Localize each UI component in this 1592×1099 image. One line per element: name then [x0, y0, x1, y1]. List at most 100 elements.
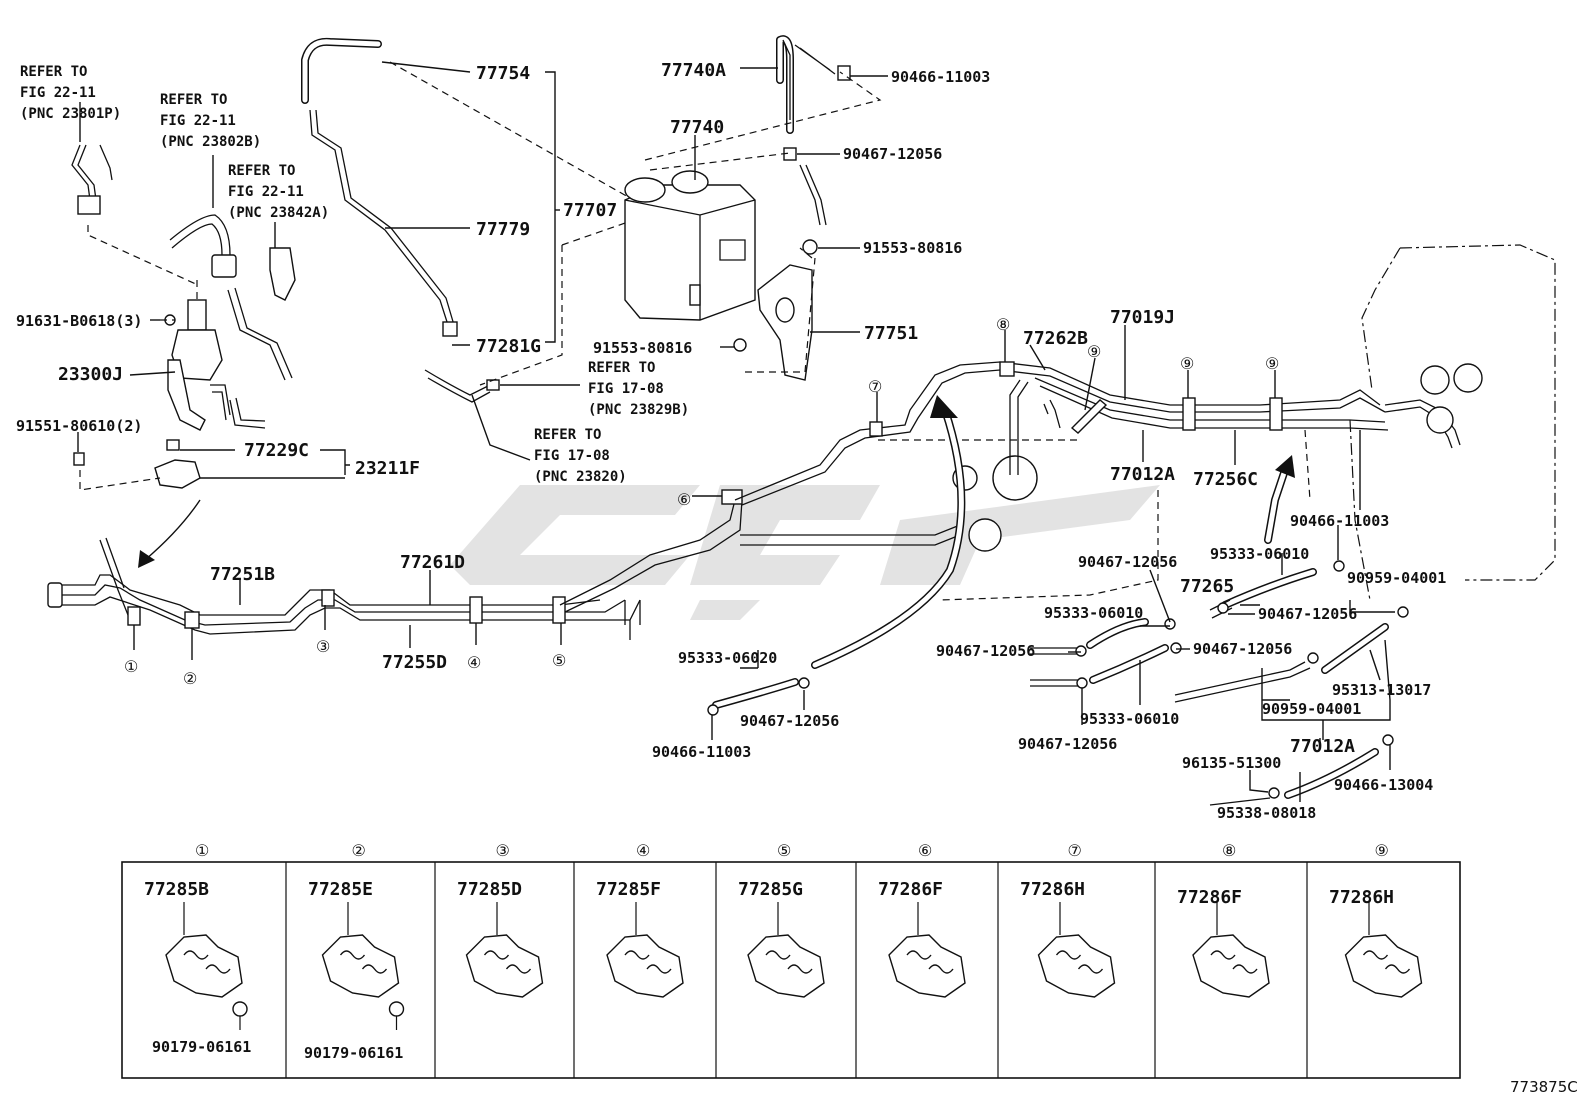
callout-4: ④	[467, 653, 481, 672]
label-77229C: 77229C	[244, 440, 309, 461]
direction-arrow-curve-head	[930, 395, 958, 418]
label-90466-13004: 90466-13004	[1334, 776, 1433, 794]
nut-icon	[232, 1001, 248, 1017]
ref-note-2-line-2: FIG 22-11	[160, 113, 236, 129]
ref-note-5-line-3: (PNC 23820)	[534, 469, 627, 485]
label-77740: 77740	[670, 117, 724, 138]
label-96135-51300: 96135-51300	[1182, 754, 1281, 772]
callout-2: ②	[183, 669, 197, 688]
callout-8: ⑧	[996, 315, 1010, 334]
legend-number: ②	[352, 841, 366, 860]
legend-number: ⑤	[777, 841, 791, 860]
label-77261D: 77261D	[400, 552, 465, 573]
reference-notes: REFER TO FIG 22-11 (PNC 23801P) REFER TO…	[20, 64, 689, 485]
legend-part-number: 77285F	[596, 879, 661, 900]
ref-note-1-line-3: (PNC 23801P)	[20, 106, 121, 122]
label-77256C: 77256C	[1193, 469, 1258, 490]
label-77012A-a: 77012A	[1110, 464, 1175, 485]
callout-9-b: ⑨	[1180, 354, 1194, 373]
ref-note-3-line-2: FIG 22-11	[228, 184, 304, 200]
clamp-icon-detail	[624, 950, 672, 974]
label-90466-11003-r: 90466-11003	[1290, 512, 1389, 530]
label-91631-b0618: 91631-B0618(3)	[16, 312, 142, 330]
legend-part-number: 77285D	[457, 879, 522, 900]
ref-note-5-line-1: REFER TO	[534, 427, 601, 443]
legend-number: ⑨	[1375, 841, 1389, 860]
ref-note-3-line-3: (PNC 23842A)	[228, 205, 329, 221]
clamp-icon	[747, 934, 825, 998]
label-95333-06010-b: 95333-06010	[1044, 604, 1143, 622]
callout-1: ①	[124, 657, 138, 676]
label-90467-12056-c: 90467-12056	[936, 642, 1035, 660]
clamp-icon	[165, 934, 243, 998]
clamp-icon	[1344, 934, 1423, 998]
clamp-icon-detail	[906, 950, 954, 974]
label-90467-12056-e: 90467-12056	[740, 712, 839, 730]
label-77019J: 77019J	[1110, 307, 1175, 328]
label-95333-06010-c: 95333-06010	[1080, 710, 1179, 728]
label-95338-08018: 95338-08018	[1217, 804, 1316, 822]
clamp-icon-detail	[483, 950, 532, 974]
ref-note-4-line-2: FIG 17-08	[588, 381, 664, 397]
label-77281G: 77281G	[476, 336, 541, 357]
clamp-icon-detail	[1362, 950, 1411, 974]
callout-5: ⑤	[552, 651, 566, 670]
clamp-icon	[1037, 934, 1116, 998]
direction-arrow-up-inner	[1265, 467, 1288, 543]
legend-number: ⑥	[918, 841, 932, 860]
legend-number: ③	[496, 841, 510, 860]
legend-part-number: 77286H	[1329, 887, 1394, 908]
label-77012A-b: 77012A	[1290, 736, 1355, 757]
callout-3: ③	[316, 637, 330, 656]
label-77754: 77754	[476, 63, 530, 84]
ref-note-4-line-1: REFER TO	[588, 360, 655, 376]
label-91551-80610: 91551-80610(2)	[16, 417, 142, 435]
clamp-icon	[888, 934, 966, 998]
direction-arrow-curve-inner	[812, 407, 964, 668]
legend-part-number: 77286F	[878, 879, 943, 900]
label-90467-12056-f: 90467-12056	[1018, 735, 1117, 753]
label-95333-06010-a: 95333-06010	[1210, 545, 1309, 563]
legend-number: ⑧	[1222, 841, 1236, 860]
label-77255D: 77255D	[382, 652, 447, 673]
legend-extra-part-number: 90179-06161	[152, 1038, 251, 1056]
label-90467-12056-top: 90467-12056	[843, 145, 942, 163]
label-77740A: 77740A	[661, 60, 726, 81]
label-91553-80816-a: 91553-80816	[863, 239, 962, 257]
label-77779: 77779	[476, 219, 530, 240]
label-90466-11003-b: 90466-11003	[652, 743, 751, 761]
ref-note-2-line-1: REFER TO	[160, 92, 227, 108]
label-77251B: 77251B	[210, 564, 275, 585]
clamp-callouts: ① ② ③ ④ ⑤ ⑥ ⑦ ⑧ ⑨ ⑨ ⑨	[124, 315, 1279, 688]
callout-7: ⑦	[868, 377, 882, 396]
label-90959-04001-b: 90959-04001	[1262, 700, 1361, 718]
label-95313-13017: 95313-13017	[1332, 681, 1431, 699]
legend-number: ⑦	[1068, 841, 1082, 860]
legend-part-number: 77285G	[738, 879, 803, 900]
vsv-assembly	[71, 144, 296, 491]
direction-arrow-up-head	[1275, 455, 1295, 478]
legend-part-number: 77285B	[144, 879, 209, 900]
clamp-icon-detail	[1055, 950, 1104, 974]
legend-part-number: 77285E	[308, 879, 373, 900]
label-91553-80816-b: 91553-80816	[593, 339, 692, 357]
label-77751: 77751	[864, 323, 918, 344]
clamp-icon-detail	[183, 950, 231, 974]
label-90467-12056-d: 90467-12056	[1193, 640, 1292, 658]
ref-note-3-line-1: REFER TO	[228, 163, 295, 179]
label-23211F: 23211F	[355, 458, 420, 479]
legend-frame	[121, 861, 1461, 1079]
callout-9-c: ⑨	[1265, 354, 1279, 373]
ref-note-1-line-1: REFER TO	[20, 64, 87, 80]
label-77262B: 77262B	[1023, 328, 1088, 349]
clamp-icon-detail	[1210, 950, 1258, 974]
clamp-icon	[1192, 934, 1270, 998]
ref-note-1-line-2: FIG 22-11	[20, 85, 96, 101]
canister-assembly	[301, 35, 882, 403]
label-90959-04001-a: 90959-04001	[1347, 569, 1446, 587]
legend-part-number: 77286F	[1177, 887, 1242, 908]
clamp-icon-detail	[765, 950, 813, 974]
callout-6: ⑥	[677, 490, 691, 509]
clamp-icon	[321, 934, 400, 998]
